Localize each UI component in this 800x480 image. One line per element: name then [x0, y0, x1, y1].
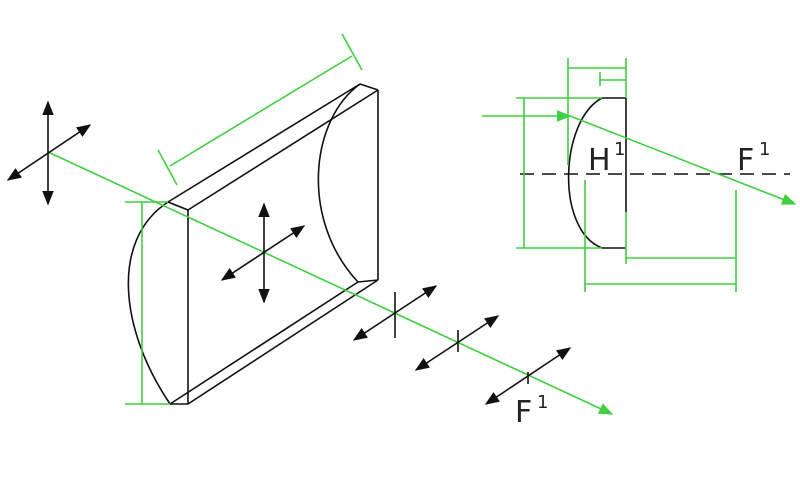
ray-cross-1: [6, 100, 92, 206]
principal-plane-superscript: 1: [614, 139, 625, 160]
ray-cross-4: [414, 315, 500, 371]
refracted-ray: [482, 110, 797, 205]
principal-plane-label: H: [588, 143, 611, 178]
isometric-lens: [127, 83, 379, 405]
focal-point-left-label: F: [515, 395, 532, 430]
ray-cross-2: [220, 202, 306, 304]
focal-point-right-superscript: 1: [759, 139, 770, 160]
focal-point-left-superscript: 1: [537, 392, 548, 413]
ray-cross-3: [352, 285, 438, 341]
lens-dimension-lines: [125, 33, 363, 405]
cross-section-dimension-lines: [516, 58, 737, 292]
focal-point-right-label: F: [737, 143, 754, 178]
ray-cross-5: [484, 347, 572, 405]
